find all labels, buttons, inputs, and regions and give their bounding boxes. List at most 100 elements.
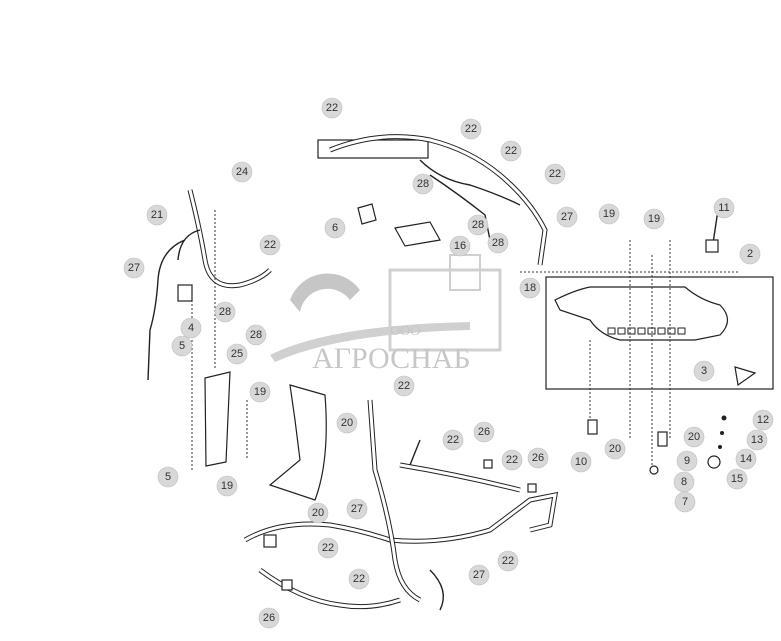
- callout-number: 28: [250, 329, 262, 341]
- callout-circle: [527, 447, 549, 469]
- callout-2: 22: [500, 140, 522, 162]
- watermark-prefix: ООО: [390, 324, 420, 339]
- callout-number: 20: [609, 443, 621, 455]
- callout-21: 19: [643, 208, 665, 230]
- callout-0: 22: [321, 97, 343, 119]
- hardware-parts: [587, 415, 727, 475]
- callout-47: 27: [468, 564, 490, 586]
- callout-circle: [468, 564, 490, 586]
- callout-number: 22: [353, 573, 365, 585]
- callout-15: 28: [245, 324, 267, 346]
- callout-43: 26: [473, 421, 495, 443]
- callout-circle: [473, 421, 495, 443]
- callout-circle: [307, 502, 329, 524]
- callout-circle: [324, 217, 346, 239]
- callout-number: 4: [188, 322, 194, 334]
- callout-4: 24: [231, 161, 253, 183]
- callout-13: 27: [123, 257, 145, 279]
- callout-10: 28: [467, 214, 489, 236]
- callout-14: 28: [214, 301, 236, 323]
- callout-number: 19: [254, 386, 266, 398]
- callout-40: 20: [307, 502, 329, 524]
- watermark-name: АГРОСНАБ: [312, 342, 471, 375]
- callout-22: 11: [713, 197, 735, 219]
- callout-circle: [449, 235, 471, 257]
- callout-circle: [321, 97, 343, 119]
- callout-25: 12: [752, 409, 774, 431]
- callout-number: 2: [747, 248, 753, 260]
- callout-circle: [598, 203, 620, 225]
- callout-46: 22: [497, 550, 519, 572]
- callout-26: 13: [746, 429, 768, 451]
- callout-circle: [683, 426, 705, 448]
- callout-number: 26: [263, 612, 275, 624]
- callout-number: 22: [465, 123, 477, 135]
- callout-number: 28: [472, 219, 484, 231]
- callout-17: 4: [180, 317, 202, 339]
- callout-number: 26: [532, 452, 544, 464]
- callout-circle: [346, 498, 368, 520]
- callout-12: 22: [259, 234, 281, 256]
- callout-16: 18: [519, 277, 541, 299]
- callout-number: 22: [447, 434, 459, 446]
- callout-circle: [746, 429, 768, 451]
- agrosnab-logo-watermark: ООО АГРОСНАБ: [270, 254, 502, 375]
- callout-number: 18: [524, 282, 536, 294]
- callout-20: 19: [598, 203, 620, 225]
- callout-37: 20: [336, 412, 358, 434]
- callout-34: 7: [674, 491, 696, 513]
- callout-number: 6: [332, 222, 338, 234]
- callout-number: 9: [684, 455, 690, 467]
- callout-number: 28: [417, 178, 429, 190]
- callout-circle: [604, 438, 626, 460]
- callout-23: 2: [739, 243, 761, 265]
- callout-11: 28: [487, 232, 509, 254]
- callout-29: 10: [570, 451, 592, 473]
- callout-circle: [157, 466, 179, 488]
- callout-42: 22: [442, 429, 464, 451]
- callout-1: 22: [460, 118, 482, 140]
- callout-number: 28: [492, 237, 504, 249]
- callout-number: 11: [718, 202, 729, 214]
- callout-circle: [752, 409, 774, 431]
- callout-circle: [460, 118, 482, 140]
- callout-44: 22: [501, 449, 523, 471]
- callout-number: 12: [757, 414, 769, 426]
- callout-circle: [442, 429, 464, 451]
- callout-number: 16: [454, 240, 466, 252]
- detail-box-2: [520, 209, 774, 470]
- callout-number: 19: [603, 208, 615, 220]
- callout-27: 14: [735, 448, 757, 470]
- callout-49: 22: [348, 568, 370, 590]
- callout-number: 27: [128, 262, 140, 274]
- callout-28: 15: [726, 468, 748, 490]
- callout-number: 5: [165, 471, 171, 483]
- callout-circle: [726, 468, 748, 490]
- callout-circle: [500, 140, 522, 162]
- callout-48: 22: [317, 537, 339, 559]
- callout-number: 20: [312, 507, 324, 519]
- callout-7: 16: [449, 235, 471, 257]
- callout-circle: [570, 451, 592, 473]
- callout-32: 9: [676, 450, 698, 472]
- callout-number: 15: [731, 473, 743, 485]
- callout-number: 27: [561, 211, 573, 223]
- callout-number: 13: [751, 434, 763, 446]
- callout-circle: [467, 214, 489, 236]
- callout-number: 22: [264, 239, 276, 251]
- callout-circle: [693, 360, 715, 382]
- callout-number: 7: [682, 496, 688, 508]
- callout-circle: [412, 173, 434, 195]
- callout-number: 22: [549, 168, 561, 180]
- callout-19: 25: [226, 343, 248, 365]
- callout-circle: [735, 448, 757, 470]
- callout-circle: [348, 568, 370, 590]
- callout-24: 3: [693, 360, 715, 382]
- callout-33: 8: [673, 471, 695, 493]
- callout-circle: [544, 163, 566, 185]
- callout-31: 20: [683, 426, 705, 448]
- callout-number: 20: [341, 417, 353, 429]
- callout-18: 5: [171, 335, 193, 357]
- callout-number: 20: [688, 431, 700, 443]
- callout-circle: [393, 375, 415, 397]
